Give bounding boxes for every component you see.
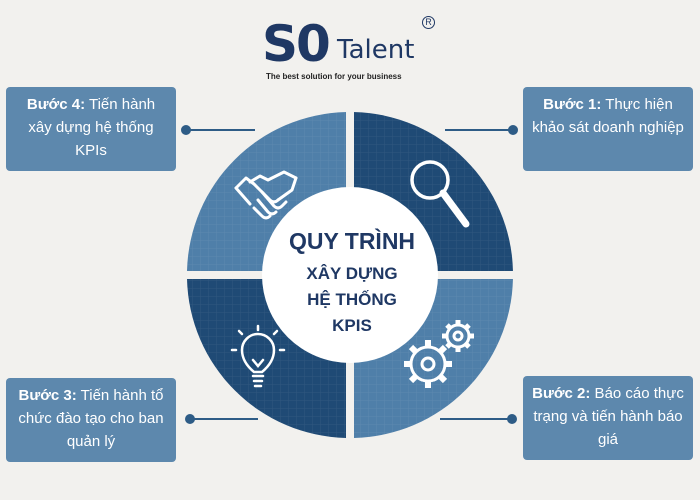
step-4-label: Bước 4: xyxy=(26,96,86,113)
registered-mark: R xyxy=(422,16,435,29)
magnifier-icon xyxy=(410,160,470,228)
logo-mark: S0 xyxy=(262,15,331,73)
center-line-3: KPIS xyxy=(332,316,372,335)
logo-tagline: The best solution for your business xyxy=(266,72,402,81)
lightbulb-icon xyxy=(230,324,286,388)
center-circle xyxy=(262,187,438,363)
step-2-box: Bước 2: Báo cáo thực trạng và tiến hành … xyxy=(523,376,693,460)
center-line-1: XÂY DỰNG xyxy=(306,264,398,283)
logo-wordmark: Talent xyxy=(337,35,415,65)
step-2-label: Bước 2: xyxy=(532,385,591,402)
logo: S0 Talent R The best solution for your b… xyxy=(262,14,442,84)
step-1-label: Bước 1: xyxy=(543,96,602,113)
step-3-text: Tiến hành tổ chức đào tạo cho ban quản l… xyxy=(18,387,164,450)
handshake-icon xyxy=(234,170,298,220)
step-3-box: Bước 3: Tiến hành tổ chức đào tạo cho ba… xyxy=(6,378,176,462)
center-line-2: HỆ THỐNG xyxy=(307,290,397,309)
step-3-label: Bước 3: xyxy=(18,387,77,404)
step-4-text: Tiến hành xây dựng hệ thống KPIs xyxy=(28,96,156,159)
step-2-text: Báo cáo thực trạng và tiến hành báo giá xyxy=(533,385,684,448)
step-4-box: Bước 4: Tiến hành xây dựng hệ thống KPIs xyxy=(6,87,176,171)
connector-lines xyxy=(181,125,518,424)
step-1-text: Thực hiện khảo sát doanh nghiệp xyxy=(532,96,684,136)
gears-icon xyxy=(404,320,474,388)
center-title: QUY TRÌNH xyxy=(288,228,416,254)
step-1-box: Bước 1: Thực hiện khảo sát doanh nghiệp xyxy=(523,87,693,171)
